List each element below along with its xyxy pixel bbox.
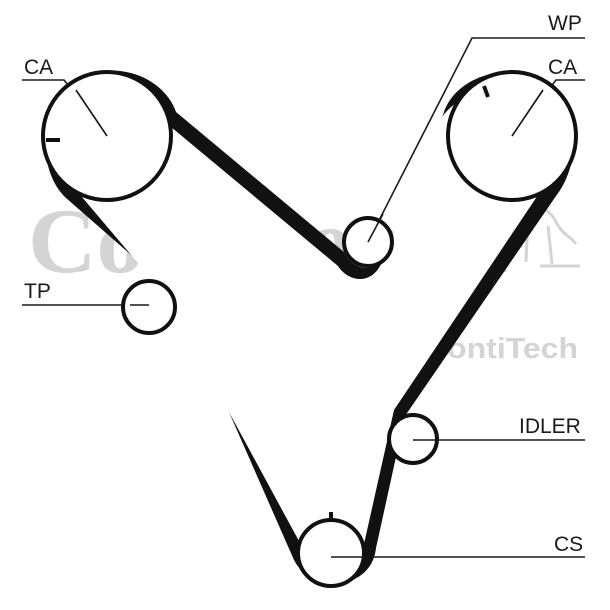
leader-wp [367,37,585,243]
label-tp: TP [24,280,51,303]
timing-belt [45,70,574,584]
pulley-idler [387,413,439,465]
pulley-tp [121,279,177,335]
pulley-cs [296,512,366,588]
label-ca-left: CA [24,56,53,79]
pulley-ca-left [41,70,173,202]
leader-overlays [130,213,437,558]
pulley-ca-right [446,70,578,202]
label-wp: WP [548,12,582,35]
belt-inner [58,86,557,572]
label-ca-right: CA [548,56,577,79]
label-cs: CS [554,533,583,556]
timing-mark-icon [482,85,490,98]
label-idler: IDLER [519,415,581,438]
